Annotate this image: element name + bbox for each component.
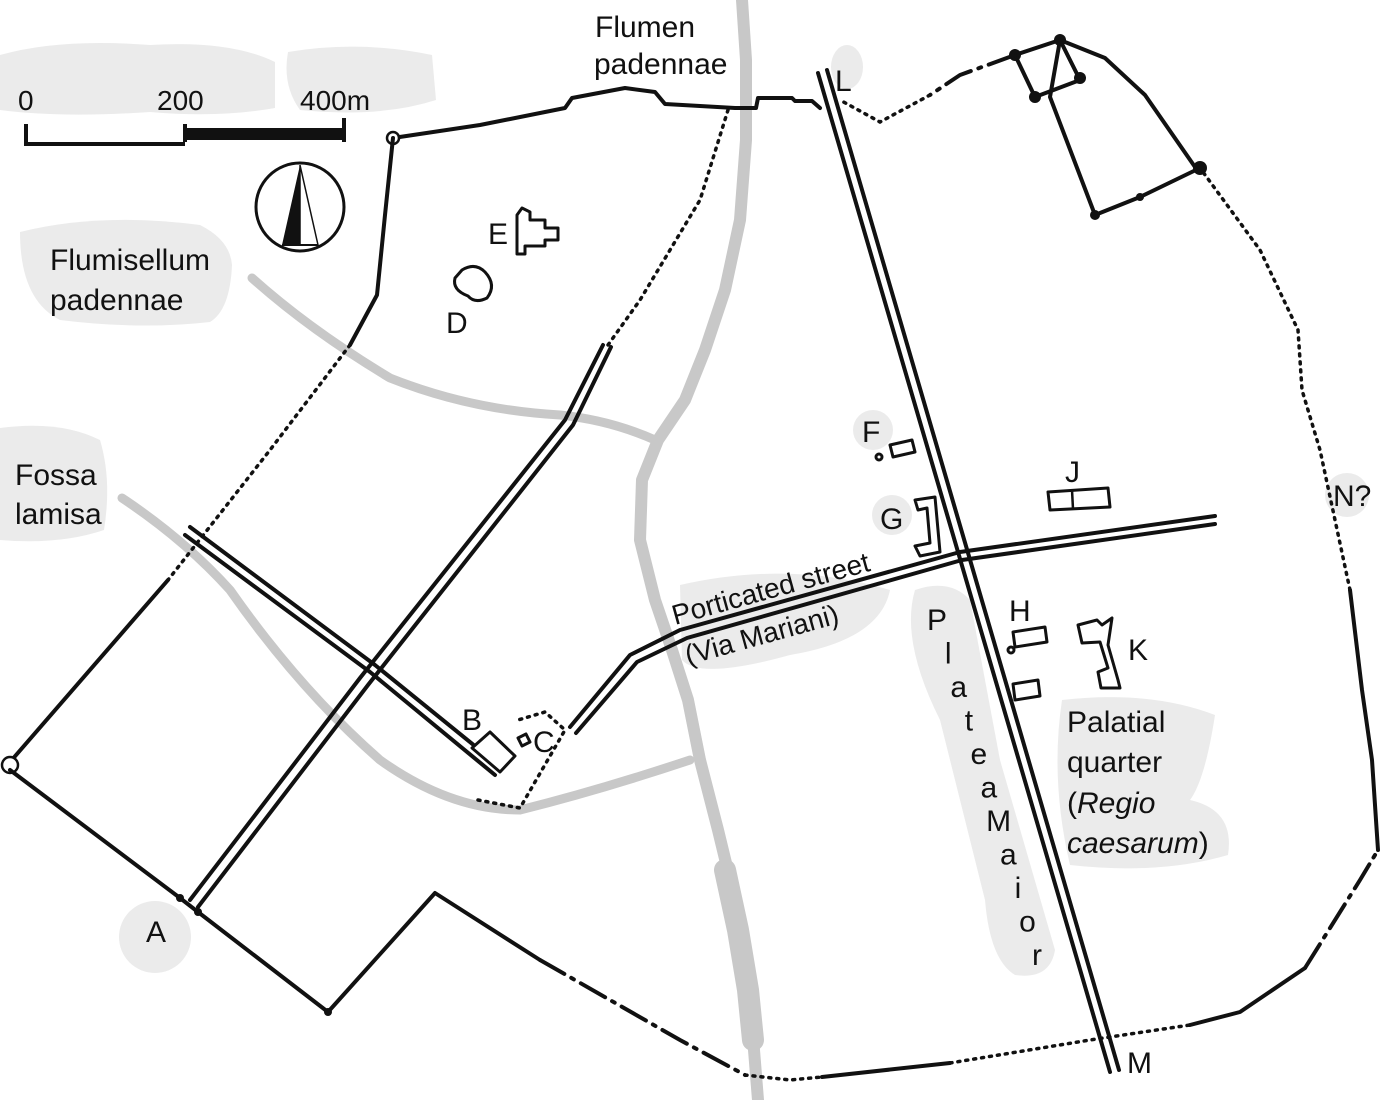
site-label-c: C: [533, 726, 555, 759]
flumisellum-label-line2: padennae: [50, 284, 183, 317]
palatial-label-line1: Palatial: [1067, 706, 1165, 739]
east-wall: [1303, 848, 1380, 970]
rivers: [117, 0, 764, 1100]
site-label-e: E: [488, 218, 508, 251]
building-j: [1046, 486, 1112, 512]
west-wall-lower: [8, 578, 170, 764]
building-h1: [1011, 625, 1049, 649]
site-label-d: D: [446, 307, 468, 340]
flumen-dotted-line: [606, 108, 730, 347]
flumen-label-line2: padennae: [594, 48, 727, 81]
building-c: [516, 732, 532, 748]
flumen-label-line1: Flumen: [595, 11, 695, 44]
platea-letter-2: a: [950, 671, 967, 704]
site-label-f: F: [862, 416, 880, 449]
building-d: [453, 265, 493, 303]
site-label-m: M: [1127, 1047, 1152, 1080]
platea-letter-8: i: [1015, 872, 1022, 905]
site-label-k: K: [1128, 634, 1148, 667]
northeast-fortress: [1048, 38, 1202, 217]
palatial-label-line4: caesarum): [1067, 827, 1209, 860]
north-arrow-icon: [254, 161, 346, 253]
platea-letter-9: o: [1019, 906, 1036, 939]
scale-tick-0: 0: [18, 85, 34, 116]
palatial-label-line3: (Regio: [1067, 787, 1155, 820]
platea-letter-5: a: [980, 772, 997, 805]
label-halos: [0, 42, 1369, 976]
building-f-well: [874, 452, 884, 462]
site-label-j: J: [1065, 456, 1080, 489]
site-label-h: H: [1009, 595, 1031, 628]
enclosure-dotted: [476, 710, 568, 810]
fossa-label-line1: Fossa: [15, 459, 97, 492]
south-wall: [538, 958, 747, 1077]
platea-letter-10: r: [1032, 939, 1042, 972]
scale-tick-400: 400m: [300, 85, 370, 116]
platea-letter-1: l: [945, 638, 952, 671]
site-label-l: L: [835, 65, 852, 98]
site-label-n: N?: [1333, 480, 1371, 513]
building-k: [1076, 616, 1122, 690]
building-e: [515, 206, 560, 256]
fossa-label-line2: lamisa: [15, 498, 102, 531]
southwest-wall: [8, 768, 542, 1014]
scale-tick-200: 200: [157, 85, 204, 116]
site-label-b: B: [462, 704, 482, 737]
site-label-g: G: [880, 503, 903, 536]
scale-bar: 0 200 400m: [18, 85, 370, 146]
building-h2: [1011, 678, 1042, 702]
platea-letter-7: a: [1000, 839, 1017, 872]
streets: [183, 68, 1217, 1074]
buildings: [453, 206, 1122, 774]
platea-letter-4: e: [971, 738, 988, 771]
site-label-a: A: [146, 916, 166, 949]
north-wall: [391, 86, 822, 140]
building-b: [470, 730, 517, 774]
flumisellum-label-line1: Flumisellum: [50, 244, 210, 277]
flumen-padennae-channel-wide: [714, 859, 764, 1051]
palatial-label-line2: quarter: [1067, 746, 1162, 779]
platea-letter-3: t: [965, 705, 974, 738]
fossa-lamisa-canal: [117, 493, 695, 815]
west-wall-upper: [348, 136, 395, 347]
platea-letter-0: P: [927, 604, 947, 637]
flumisellum-padennae-river: [247, 273, 660, 445]
platea-letter-6: M: [986, 805, 1011, 838]
building-g: [913, 495, 942, 558]
building-f: [888, 438, 917, 459]
city-walls: [0, 34, 1380, 1082]
